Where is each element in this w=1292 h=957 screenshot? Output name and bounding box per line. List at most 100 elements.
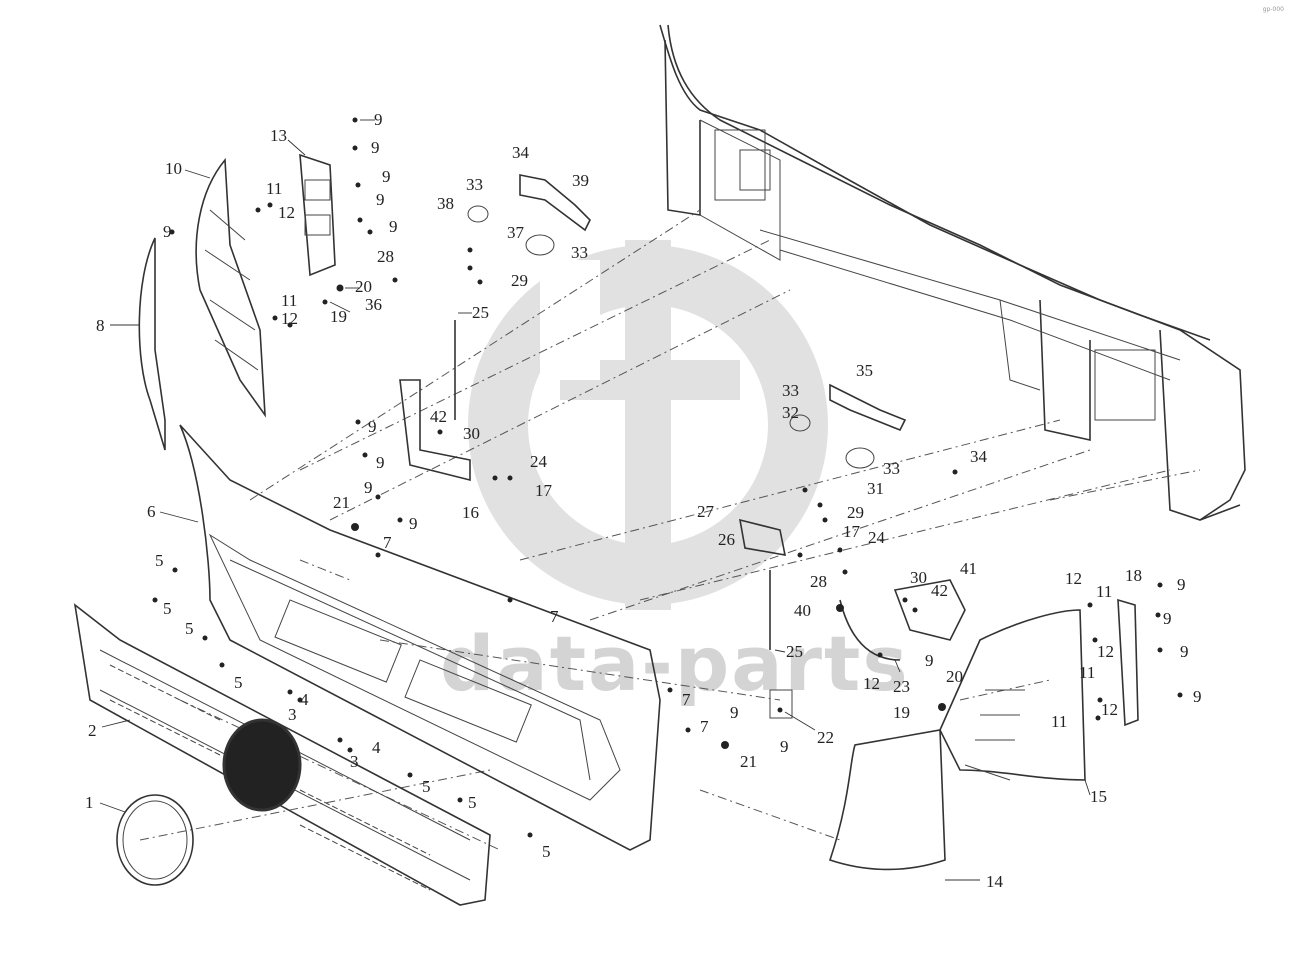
- callout-28: 28: [810, 572, 827, 591]
- callout-33: 33: [883, 459, 900, 478]
- callout-6: 6: [147, 502, 156, 521]
- callout-9: 9: [371, 138, 380, 157]
- callout-36: 36: [365, 295, 382, 314]
- bracket-18: [1117, 598, 1139, 727]
- callout-18: 18: [1125, 566, 1142, 585]
- callout-9: 9: [1177, 575, 1186, 594]
- callout-24: 24: [868, 528, 886, 547]
- callout-11: 11: [281, 291, 297, 310]
- callout-38: 38: [437, 194, 454, 213]
- callout-42: 42: [430, 407, 447, 426]
- hood-hinges: [467, 174, 907, 469]
- callout-37: 37: [507, 223, 525, 242]
- callout-3: 3: [350, 752, 359, 771]
- leader-lines: [99, 119, 1091, 881]
- callout-5: 5: [542, 842, 551, 861]
- callout-9: 9: [925, 651, 934, 670]
- callout-10: 10: [165, 159, 182, 178]
- callout-29: 29: [511, 271, 528, 290]
- callout-8: 8: [96, 316, 105, 335]
- callout-12: 12: [1097, 642, 1114, 661]
- callout-13: 13: [270, 126, 287, 145]
- callout-25: 25: [472, 303, 489, 322]
- callout-20: 20: [355, 277, 372, 296]
- callout-12: 12: [1065, 569, 1082, 588]
- callout-9: 9: [376, 453, 385, 472]
- callout-5: 5: [468, 793, 477, 812]
- callout-42: 42: [931, 581, 948, 600]
- callout-9: 9: [730, 703, 739, 722]
- callout-27: 27: [697, 502, 715, 521]
- fasteners: [152, 117, 1183, 838]
- callout-25: 25: [786, 642, 803, 661]
- callout-21: 21: [333, 493, 350, 512]
- callout-9: 9: [780, 737, 789, 756]
- callout-24: 24: [530, 452, 548, 471]
- callout-34: 34: [970, 447, 988, 466]
- callout-11: 11: [1096, 582, 1112, 601]
- callout-28: 28: [377, 247, 394, 266]
- bracket-13: [299, 153, 336, 277]
- callout-5: 5: [155, 551, 164, 570]
- assembly-lines: [139, 209, 1201, 851]
- callout-33: 33: [782, 381, 799, 400]
- callout-12: 12: [278, 203, 295, 222]
- callout-12: 12: [281, 309, 298, 328]
- callout-12: 12: [863, 674, 880, 693]
- callout-29: 29: [847, 503, 864, 522]
- callout-1: 1: [85, 793, 94, 812]
- callout-30: 30: [463, 424, 480, 443]
- callout-41: 41: [960, 559, 977, 578]
- callout-19: 19: [893, 703, 910, 722]
- callout-7: 7: [682, 690, 691, 709]
- callout-11: 11: [1051, 712, 1067, 731]
- callout-31: 31: [867, 479, 884, 498]
- hinge-brackets: [399, 379, 966, 719]
- callout-labels: 1 2 3 3 4 4 5 5 5 5 5 5 5 6 7 7 7 7 8 9 …: [85, 110, 1202, 891]
- callout-3: 3: [288, 705, 297, 724]
- callout-4: 4: [372, 738, 381, 757]
- callout-34: 34: [512, 143, 530, 162]
- callout-40: 40: [794, 601, 811, 620]
- chassis-frame: [659, 24, 1246, 521]
- callout-9: 9: [1180, 642, 1189, 661]
- callout-20: 20: [946, 667, 963, 686]
- grille: [73, 603, 491, 906]
- callout-7: 7: [700, 717, 709, 736]
- callout-30: 30: [910, 568, 927, 587]
- callout-5: 5: [422, 777, 431, 796]
- callout-9: 9: [368, 417, 377, 436]
- callout-14: 14: [986, 872, 1004, 891]
- callout-9: 9: [1163, 609, 1172, 628]
- callout-12: 12: [1101, 700, 1118, 719]
- watermark-text: data-parts: [440, 619, 910, 708]
- corner-mark: gp-000: [1262, 6, 1284, 13]
- bumper-cover: [179, 424, 661, 851]
- callout-9: 9: [376, 190, 385, 209]
- callout-15: 15: [1090, 787, 1107, 806]
- callout-7: 7: [383, 533, 392, 552]
- callout-9: 9: [374, 110, 383, 129]
- callout-17: 17: [843, 522, 861, 541]
- callout-7: 7: [550, 607, 559, 626]
- callout-9: 9: [1193, 687, 1202, 706]
- callout-9: 9: [163, 222, 172, 241]
- gas-struts: [454, 320, 771, 650]
- callout-16: 16: [462, 503, 479, 522]
- left-corner-panels: [138, 157, 266, 451]
- callout-9: 9: [409, 514, 418, 533]
- callout-11: 11: [266, 179, 282, 198]
- callout-33: 33: [466, 175, 483, 194]
- callout-21: 21: [740, 752, 757, 771]
- callout-32: 32: [782, 403, 799, 422]
- callout-9: 9: [364, 478, 373, 497]
- callout-5: 5: [163, 599, 172, 618]
- callout-9: 9: [389, 217, 398, 236]
- callout-22: 22: [817, 728, 834, 747]
- callout-19: 19: [330, 307, 347, 326]
- callout-35: 35: [856, 361, 873, 380]
- callout-26: 26: [718, 530, 735, 549]
- callout-9: 9: [382, 167, 391, 186]
